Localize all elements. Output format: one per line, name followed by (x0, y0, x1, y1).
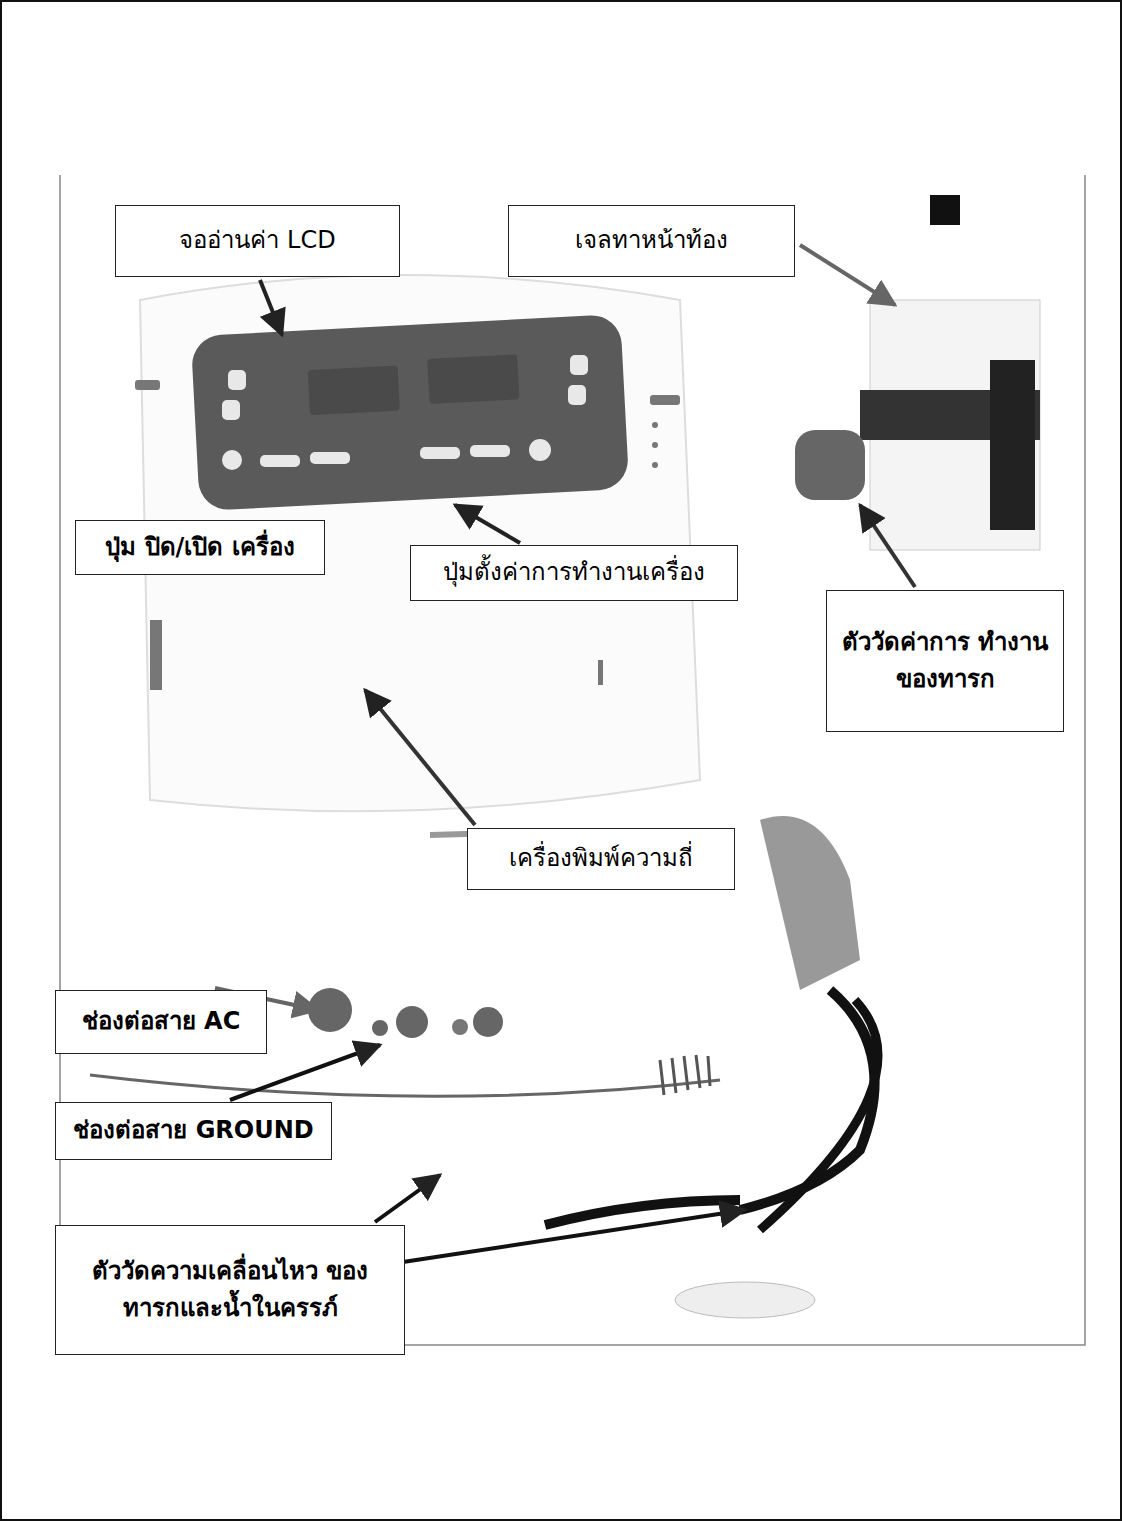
callout-label: ช่องต่อสาย AC (82, 1003, 241, 1040)
callout-label: ช่องต่อสาย GROUND (73, 1112, 313, 1149)
callout-label: ปุ่มตั้งค่าการทำงานเครื่อง (443, 554, 705, 591)
callout-label: ตัววัดค่าการ ทำงานของทารก (839, 624, 1051, 698)
callout-box: ปุ่มตั้งค่าการทำงานเครื่อง (410, 545, 738, 601)
callout-box: ช่องต่อสาย GROUND (55, 1102, 332, 1160)
callout-box: ตัววัดค่าการ ทำงานของทารก (826, 590, 1064, 732)
gel-bottle (795, 195, 1040, 550)
panel-buttons (222, 355, 588, 470)
photo-frame (60, 175, 1085, 1345)
callout-label: เจลทาหน้าท้อง (575, 222, 728, 259)
lcd-window (427, 354, 519, 404)
callout-box: จออ่านค่า LCD (115, 205, 400, 277)
callout-label: ตัววัดความเคลื่อนไหว ของทารกและน้ำในครรภ… (68, 1253, 392, 1327)
callout-label: จออ่านค่า LCD (179, 222, 335, 259)
callout-box: ปุ่ม ปิด/เปิด เครื่อง (75, 520, 325, 575)
callout-box: ตัววัดความเคลื่อนไหว ของทารกและน้ำในครรภ… (55, 1225, 405, 1355)
display-panel (191, 314, 630, 511)
vents (660, 1055, 710, 1095)
transducer-cables (545, 816, 878, 1318)
device-base (90, 1075, 720, 1096)
callout-box: เจลทาหน้าท้อง (508, 205, 795, 277)
connector-sockets (308, 988, 503, 1038)
callout-label: ปุ่ม ปิด/เปิด เครื่อง (105, 529, 294, 566)
callout-label: เครื่องพิมพ์ความถี่ (509, 840, 693, 877)
lcd-window (308, 366, 400, 416)
callout-box: ช่องต่อสาย AC (55, 990, 267, 1054)
callout-box: เครื่องพิมพ์ความถี่ (467, 828, 735, 890)
